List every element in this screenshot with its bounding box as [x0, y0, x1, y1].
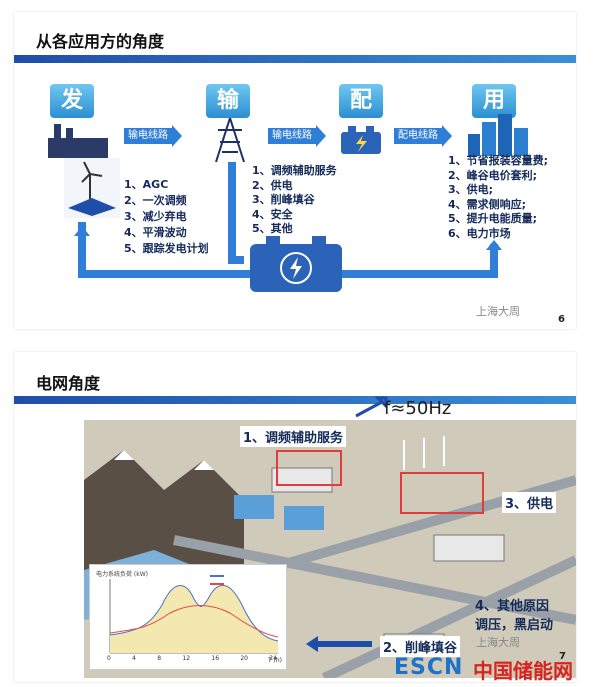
title-bar — [14, 396, 576, 404]
trans-item: 2、供电 — [252, 178, 293, 192]
flow-lines — [74, 162, 502, 278]
gen-item: 3、减少弃电 — [124, 210, 187, 223]
chart-xlabel: T (h) — [267, 657, 282, 664]
slide-grid: 电网角度 1、调频辅助服务 f≈50Hz 3、供电 4、其他原因 调压，黑启动 … — [14, 352, 576, 682]
arrow-transmission-2: 输电线路 — [268, 125, 326, 147]
x-tick: 24 — [269, 655, 277, 662]
wind-solar-icon — [64, 158, 120, 218]
trans-list: 1、调频辅助服务 2、供电 3、削峰填谷 4、安全 5、其他 — [252, 164, 337, 237]
x-tick: 4 — [132, 655, 136, 662]
watermark: 上海大周 — [476, 305, 520, 318]
x-tick: 16 — [211, 655, 220, 662]
dist-node: 配 — [339, 84, 383, 118]
arrow-transmission-1: 输电线路 — [124, 125, 182, 147]
use-item: 1、节省报装容量费; — [448, 154, 549, 167]
use-node: 用 — [472, 84, 516, 118]
chart-ylabel: 电力系统负荷 (kW) — [96, 571, 148, 578]
x-tick: 12 — [182, 655, 191, 662]
gen-item: 1、AGC — [124, 178, 169, 191]
load-curve-chart: 电力系统负荷 (kW) 0 4 8 12 16 20 24 T (h) — [89, 564, 287, 670]
gen-item: 2、一次调频 — [124, 194, 187, 207]
tag-voltage-blackstart: 调压，黑启动 — [475, 618, 554, 633]
gen-list: 1、AGC 2、一次调频 3、减少弃电 4、平滑波动 5、跟踪发电计划 — [124, 177, 209, 257]
slide-title: 电网角度 — [36, 374, 101, 393]
x-tick: 0 — [107, 655, 111, 662]
watermark: 上海大周 — [476, 636, 520, 649]
trans-node: 输 — [206, 84, 250, 118]
grid-scene-illustration — [84, 420, 576, 678]
tag-power-supply: 3、供电 — [502, 492, 557, 513]
trans-item: 1、调频辅助服务 — [252, 164, 337, 177]
frequency-formula: f≈50Hz — [384, 398, 452, 419]
arrow-up-icon — [355, 396, 388, 418]
use-item: 3、供电; — [448, 183, 494, 196]
x-tick: 8 — [157, 655, 162, 662]
title-bar — [14, 55, 576, 63]
battery-icon — [341, 126, 381, 154]
tag-frequency-regulation: 1、调频辅助服务 — [240, 426, 347, 447]
x-tick: 20 — [240, 655, 248, 662]
footer-cn: 中国储能网 — [473, 659, 573, 683]
tag-peak-shaving: 2、削峰填谷 — [380, 636, 461, 657]
central-battery-icon — [250, 236, 342, 292]
highlight-box-3 — [400, 472, 484, 514]
trans-item: 4、安全 — [252, 207, 293, 221]
gen-item: 5、跟踪发电计划 — [124, 242, 209, 255]
use-list: 1、节省报装容量费; 2、峰谷电价套利; 3、供电; 4、需求侧响应; 5、提升… — [448, 154, 548, 241]
trans-item: 5、其他 — [252, 222, 293, 235]
tag-other-reasons: 4、其他原因 — [475, 599, 550, 614]
highlight-box-1 — [276, 450, 342, 486]
footer-brand: ESCN — [394, 655, 464, 680]
factory-icon — [48, 124, 108, 158]
use-item: 5、提升电能质量; — [448, 212, 538, 225]
slide-title: 从各应用方的角度 — [36, 32, 165, 51]
tower-icon — [215, 117, 245, 163]
use-item: 6、电力市场 — [448, 226, 511, 240]
x-tick-labels: 0 4 8 12 16 20 24 — [107, 655, 277, 662]
use-item: 2、峰谷电价套利; — [448, 168, 538, 182]
city-icon — [468, 114, 528, 156]
page-number: 6 — [558, 314, 565, 325]
slide-applications: 从各应用方的角度 发 输 配 用 输电线路 输电线路 配电线路 1、AGC 2、… — [14, 12, 576, 329]
arrow-left-icon — [306, 636, 372, 652]
chart-plot — [109, 575, 279, 654]
arrow-distribution: 配电线路 — [394, 125, 452, 147]
trans-item: 3、削峰填谷 — [252, 193, 315, 206]
gen-node: 发 — [50, 84, 94, 118]
page-number: 7 — [559, 651, 566, 662]
use-item: 4、需求侧响应; — [448, 197, 527, 211]
gen-item: 4、平滑波动 — [124, 226, 187, 239]
